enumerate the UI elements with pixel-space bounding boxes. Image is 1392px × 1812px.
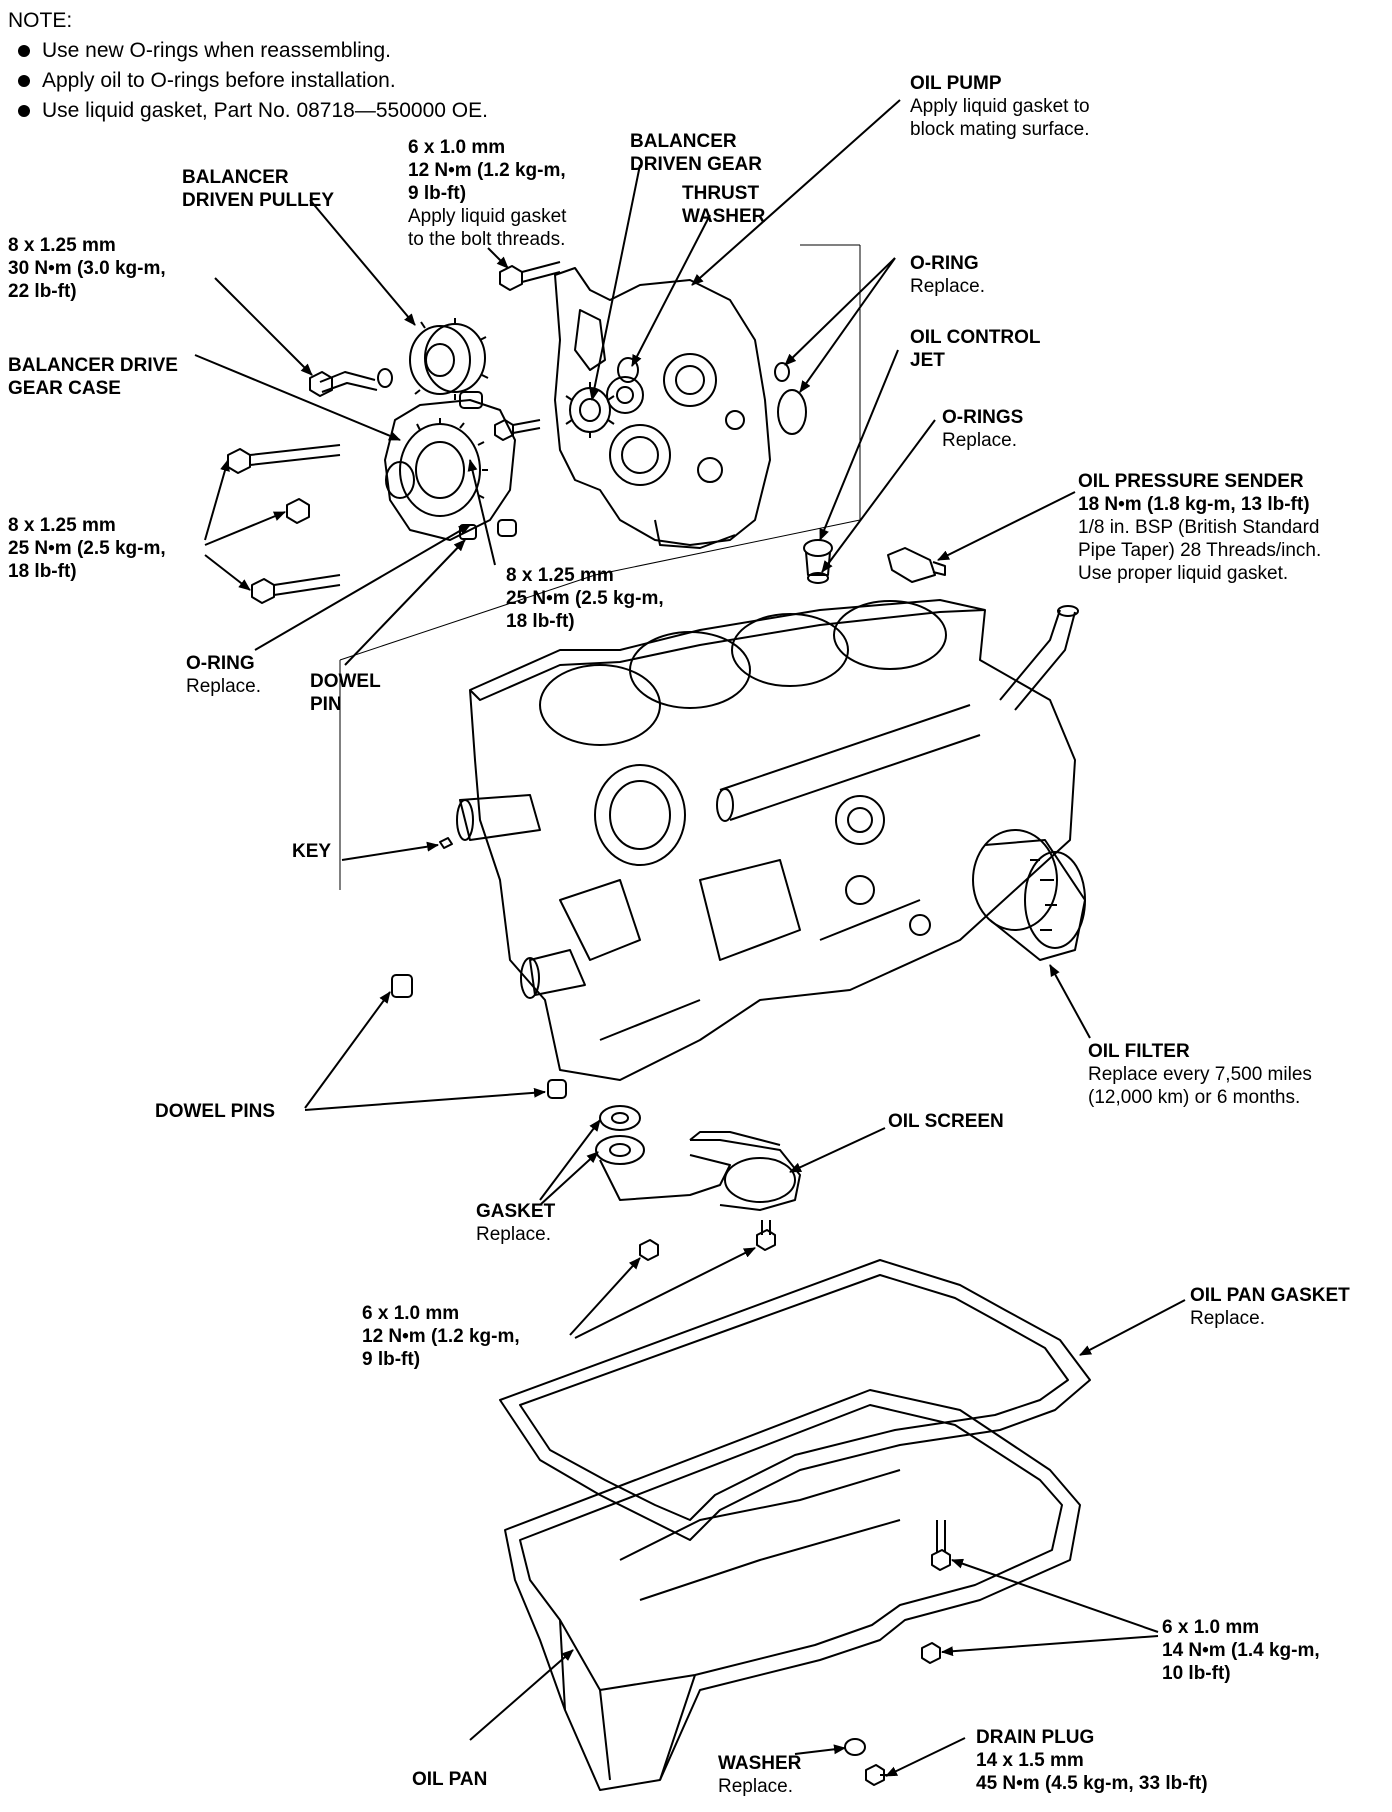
thrust-washer: [617, 357, 639, 383]
oil-pan: [504, 1389, 1081, 1791]
oil-screen: [599, 1131, 801, 1211]
note-item: Use new O-rings when reassembling.: [8, 36, 488, 66]
leader-dowel-pin: [344, 539, 466, 666]
o-ring-large: [777, 389, 807, 435]
label-washer: WASHER Replace.: [718, 1753, 802, 1797]
leader-bolt-left-2: [204, 511, 286, 546]
leader-bolt-left-1: [204, 459, 230, 541]
label-bolt-6x10-mid: 6 x 1.0 mm 12 N•m (1.2 kg-m, 9 lb-ft): [362, 1303, 520, 1370]
label-oil-pan-gasket: OIL PAN GASKET Replace.: [1190, 1285, 1350, 1329]
label-balancer-drive-gear-case: BALANCER DRIVE GEAR CASE: [8, 355, 178, 399]
leader-bolt-mid-1: [569, 1257, 641, 1336]
label-o-rings: O-RINGS Replace.: [942, 407, 1024, 451]
label-bolt-8x125-25-center: 8 x 1.25 mm 25 N•m (2.5 kg-m, 18 lb-ft): [506, 565, 664, 632]
leader-key: [341, 841, 439, 861]
leader-bolt-mid-2: [574, 1247, 756, 1339]
oil-pump-housing: [554, 267, 771, 549]
leader-pan-bolt-1: [951, 1558, 1159, 1633]
balancer-driven-gear: [565, 382, 615, 438]
leader-o-ring-1: [784, 257, 896, 366]
leader-oil-pan-gasket: [1079, 1299, 1186, 1356]
leader-o-rings: [821, 419, 936, 573]
label-bolt-6x10-14: 6 x 1.0 mm 14 N•m (1.4 kg-m, 10 lb-ft): [1162, 1617, 1320, 1684]
leader-oil-pan: [469, 1649, 574, 1741]
label-drain-plug: DRAIN PLUG 14 x 1.5 mm 45 N•m (4.5 kg-m,…: [976, 1727, 1208, 1794]
balancer-drive-gear-case: [384, 391, 517, 541]
label-balancer-driven-gear: BALANCER DRIVEN GEAR: [630, 131, 762, 175]
oil-pressure-sender: [887, 547, 946, 583]
label-o-ring-left: O-RING Replace.: [186, 653, 261, 697]
leader-washer: [794, 1744, 846, 1755]
leader-balancer-driven-gear: [589, 164, 641, 401]
oil-screen-gasket: [595, 1105, 645, 1165]
note-item: Apply oil to O-rings before installation…: [8, 66, 488, 96]
leader-o-ring-left: [254, 524, 471, 651]
label-oil-pan: OIL PAN: [412, 1769, 488, 1790]
label-oil-control-jet: OIL CONTROL JET: [910, 327, 1041, 371]
label-bolt-8x125-30: 8 x 1.25 mm 30 N•m (3.0 kg-m, 22 lb-ft): [8, 235, 166, 302]
oil-control-jet: [803, 539, 833, 584]
leader-bolt-center: [467, 459, 496, 566]
label-bolt-6x10-top: 6 x 1.0 mm 12 N•m (1.2 kg-m, 9 lb-ft) Ap…: [408, 137, 567, 250]
leader-oil-pressure-sender: [937, 491, 1076, 561]
leader-gear-case: [194, 354, 401, 441]
label-balancer-driven-pulley: BALANCER DRIVEN PULLEY: [182, 167, 335, 211]
leader-top-bolt: [487, 247, 509, 269]
leader-balancer-driven-pulley: [309, 199, 416, 326]
label-bolt-8x125-25-left: 8 x 1.25 mm 25 N•m (2.5 kg-m, 18 lb-ft): [8, 515, 166, 582]
leader-dowel-pins-1: [304, 991, 391, 1109]
leader-bolt-left-3: [204, 554, 251, 591]
balancer-driven-pulley: [409, 318, 489, 400]
label-o-ring-top: O-RING Replace.: [910, 253, 985, 297]
leader-pan-bolt-2: [941, 1635, 1159, 1657]
leader-gasket-1: [539, 1119, 601, 1201]
label-oil-screen: OIL SCREEN: [888, 1111, 1004, 1132]
note-block: NOTE: Use new O-rings when reassembling.…: [8, 6, 488, 126]
label-oil-pump: OIL PUMP Apply liquid gasket to block ma…: [910, 73, 1090, 140]
oil-filter: [972, 829, 1086, 961]
leader-gasket-2: [539, 1151, 599, 1206]
label-oil-pressure-sender: OIL PRESSURE SENDER 18 N•m (1.8 kg-m, 13…: [1078, 471, 1322, 584]
o-ring-small: [774, 362, 790, 382]
label-gasket: GASKET Replace.: [476, 1201, 556, 1245]
leader-dowel-pins-2: [304, 1087, 546, 1111]
note-title: NOTE:: [8, 9, 73, 32]
leader-drain-plug: [885, 1737, 966, 1777]
label-key: KEY: [292, 841, 332, 862]
leader-thrust-washer: [631, 214, 711, 367]
leader-oil-pump: [691, 99, 901, 286]
label-thrust-washer: THRUST WASHER: [682, 183, 766, 227]
note-item: Use liquid gasket, Part No. 08718—550000…: [8, 96, 488, 126]
label-oil-filter: OIL FILTER Replace every 7,500 miles (12…: [1088, 1041, 1312, 1108]
leader-bolt-30: [214, 277, 313, 376]
leader-oil-filter: [1049, 964, 1091, 1039]
leader-oil-control-jet: [819, 349, 899, 541]
leader-o-ring-2: [799, 257, 896, 393]
leader-oil-screen: [789, 1127, 886, 1173]
label-dowel-pin: DOWEL PIN: [310, 671, 381, 715]
engine-block: [456, 599, 1079, 1081]
label-dowel-pins: DOWEL PINS: [155, 1101, 275, 1122]
